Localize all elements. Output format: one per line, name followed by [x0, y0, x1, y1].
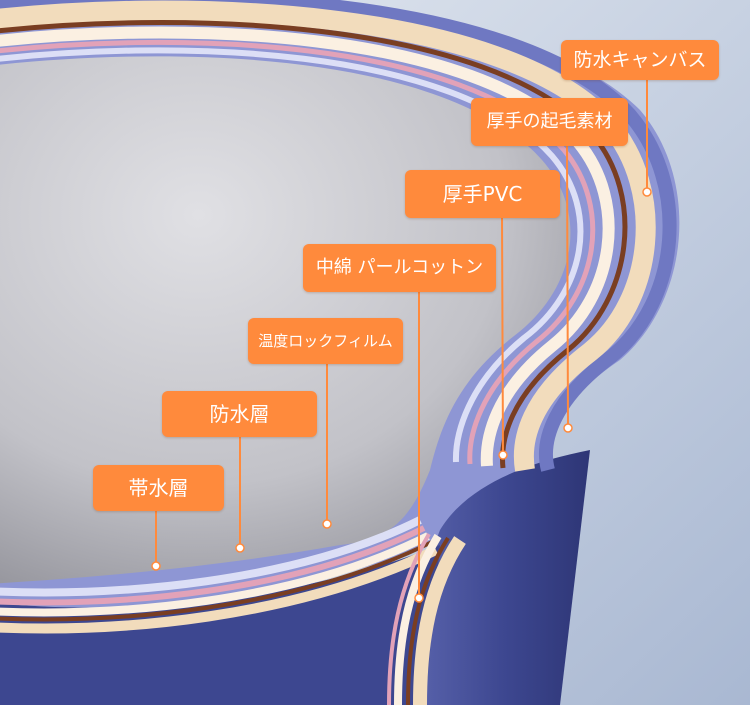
cut-strip-plush [413, 536, 466, 705]
leader-dot-pvc [498, 450, 508, 460]
label-canvas: 防水キャンバス [561, 40, 719, 80]
label-film: 温度ロックフィルム [248, 318, 403, 364]
cut-strip-pvc [406, 536, 450, 705]
front-band-film [0, 525, 426, 606]
label-cotton: 中綿 パールコットン [303, 244, 496, 292]
leader-dot-film [322, 519, 332, 529]
label-band: 帯水層 [93, 465, 224, 511]
ring-cotton [0, 26, 615, 467]
leader-pvc [501, 215, 504, 456]
front-band-pvc [0, 540, 433, 622]
ring-waterproof [0, 47, 584, 463]
canvas-front-wall [0, 545, 440, 705]
cut-strip-cotton [394, 533, 442, 705]
front-band-waterproof [0, 516, 422, 597]
label-waterproof: 防水層 [162, 391, 317, 437]
ring-film [0, 39, 596, 465]
front-band-cotton [0, 532, 430, 617]
leader-dot-band [151, 561, 161, 571]
leader-dot-waterproof [235, 543, 245, 553]
leader-dot-cotton [414, 593, 424, 603]
leader-dot-canvas [642, 187, 652, 197]
canvas-wall [400, 450, 590, 705]
front-band-plush [0, 545, 439, 634]
leader-dot-plush [563, 423, 573, 433]
label-plush: 厚手の起毛素材 [471, 98, 628, 146]
ring-pvc [0, 20, 628, 469]
leader-plush [566, 144, 569, 429]
label-pvc: 厚手PVC [405, 170, 560, 218]
